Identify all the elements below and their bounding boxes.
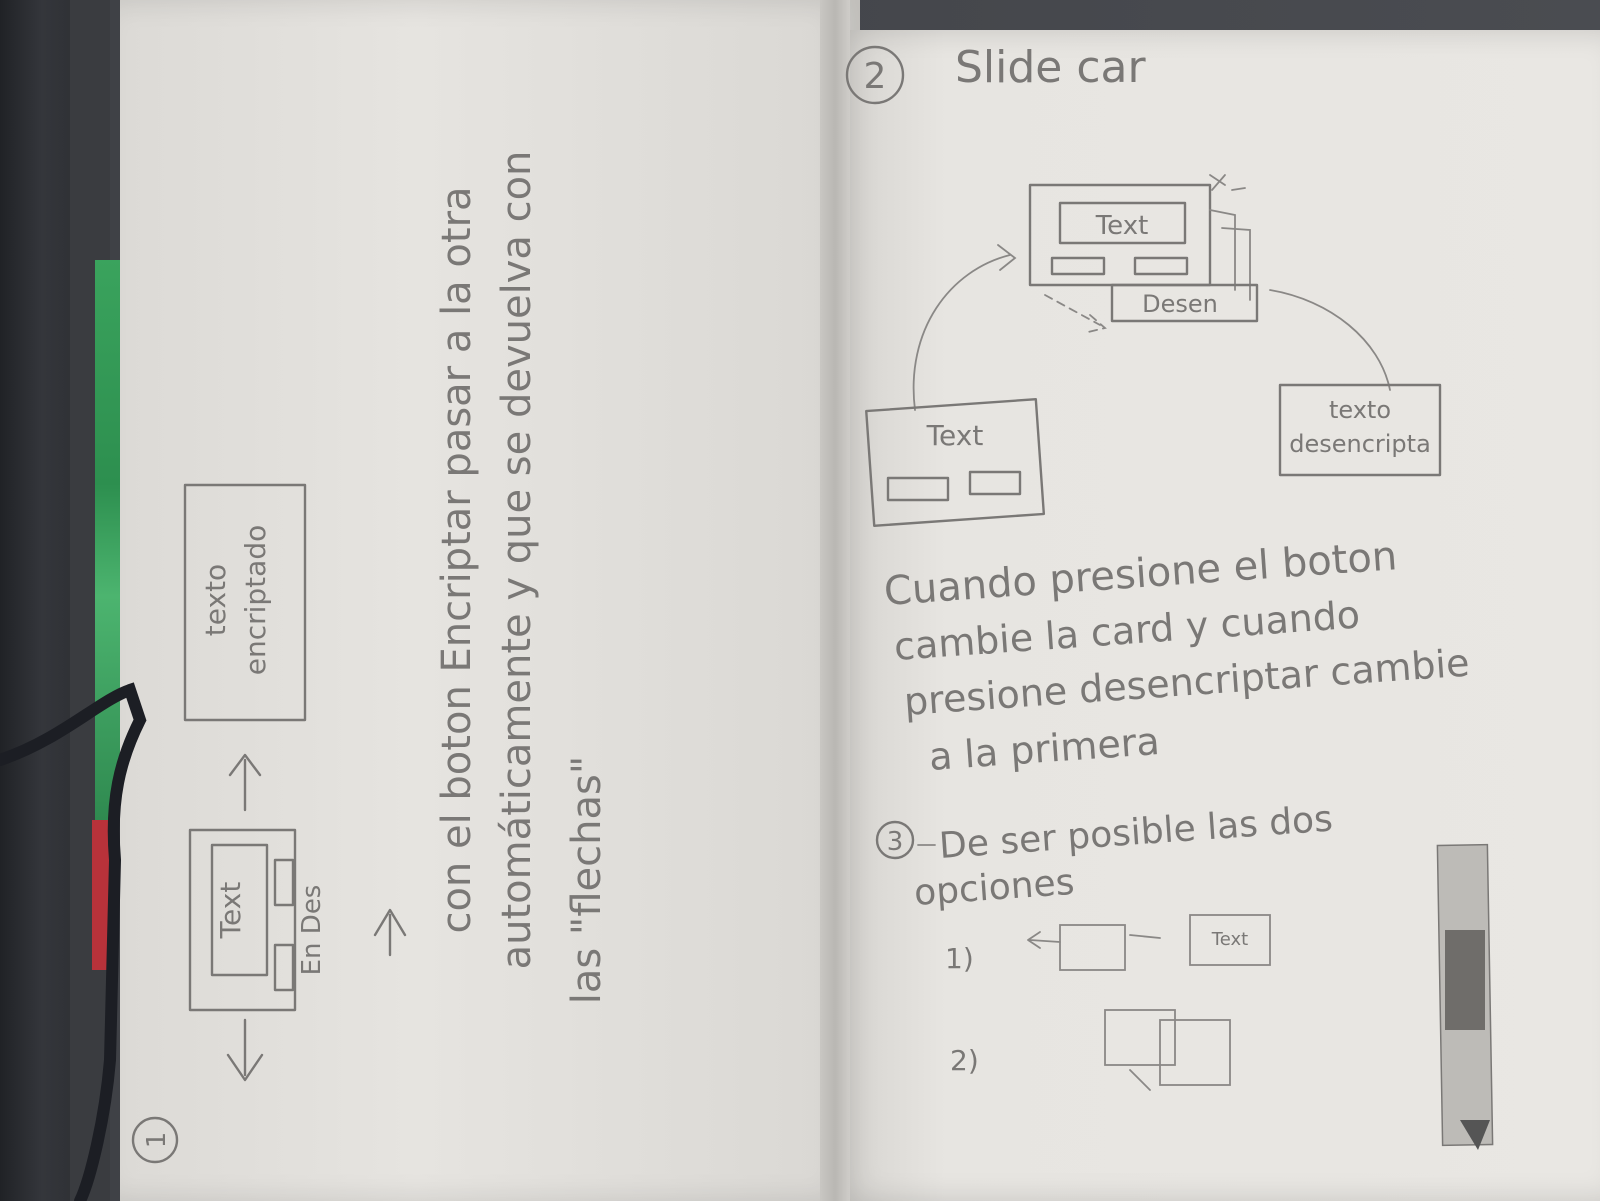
bottom-card-btn-2 [968, 470, 1022, 496]
mini-card-1 [1059, 924, 1126, 971]
sketch-button-des [273, 943, 295, 992]
result-box-dec-line-2: desencripta [1289, 430, 1431, 458]
result-box-encrypted [183, 483, 307, 722]
notebook-gutter [820, 0, 850, 1201]
curve-arrow-right [1269, 289, 1391, 391]
page-number-circle-2 [845, 45, 905, 105]
pencil-tip [1460, 1120, 1490, 1150]
desen-card-label: Desen [1142, 290, 1218, 318]
top-card-btn-1 [1050, 256, 1106, 276]
right-heading: Slide car [955, 42, 1147, 93]
curve-arrow-left-icon [912, 244, 1017, 411]
result-box-line-1: texto [199, 564, 232, 636]
option-circle-3 [875, 820, 915, 860]
mini-stack-card-2 [1159, 1019, 1231, 1086]
result-box-decrypted [1278, 383, 1442, 477]
mini-stack-card-1 [1104, 1009, 1176, 1066]
result-box-dec-line-1: texto [1329, 396, 1391, 424]
bottom-card [865, 398, 1046, 527]
bottom-card-text: Text [926, 419, 984, 452]
option-number-3: 3 [887, 827, 904, 857]
option-line-2: opciones [913, 862, 1076, 914]
pencil-graphite-band [1445, 930, 1485, 1030]
sketch-card-text-box [210, 843, 269, 977]
usb-cable [0, 682, 147, 1201]
right-note-line-4: a la primera [928, 719, 1161, 779]
arrow-left-icon [226, 1018, 264, 1082]
top-card-text-box [1058, 201, 1187, 245]
sketch-card-text: Text [214, 882, 247, 940]
option-2-label: 2) [950, 1044, 979, 1077]
left-note-line-1: con el boton Encriptar pasar a la otra [434, 186, 480, 933]
sketch-card-outer [188, 828, 297, 1012]
small-arrow-icon [1209, 174, 1246, 191]
left-note-line-2: automáticamente y que se devuelva con [494, 151, 540, 970]
option-line-1: De ser posible las dos [938, 799, 1334, 867]
page-number-1: 1 [142, 1132, 172, 1149]
mini-stack-arrow-icon [1129, 1069, 1151, 1091]
sketch-button-en [273, 858, 295, 907]
page-number-circle-1 [131, 1116, 179, 1164]
mini-arrow-left-icon [1027, 931, 1061, 949]
option-1-label: 1) [945, 942, 974, 975]
bottom-card-btn-1 [886, 476, 950, 502]
dashed-arrow-icon [1044, 294, 1107, 333]
arrow-up-icon [373, 908, 407, 957]
top-card-text: Text [1095, 211, 1149, 241]
sketch-button-labels: En Des [297, 885, 327, 976]
top-card-btn-2 [1133, 256, 1189, 276]
result-box-line-2: encriptado [239, 525, 272, 675]
open-notebook [100, 0, 1600, 1201]
left-page [120, 0, 860, 1201]
mini-card-2 [1189, 914, 1271, 966]
desen-card [1110, 283, 1259, 323]
stacked-card-edges [1209, 209, 1251, 301]
page-number-2: 2 [864, 56, 887, 97]
left-note-line-3: las "flechas" [564, 756, 610, 1004]
mini-card-text: Text [1211, 929, 1248, 950]
arrow-right-icon [228, 753, 262, 812]
mini-arrow-right-icon [1129, 934, 1161, 939]
